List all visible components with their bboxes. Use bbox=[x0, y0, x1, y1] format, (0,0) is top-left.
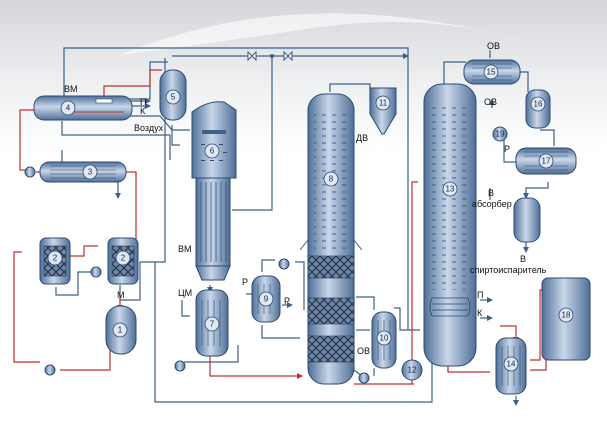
label-p-13: П bbox=[477, 290, 483, 300]
background-swoosh bbox=[120, 13, 520, 55]
num-9: 9 bbox=[264, 295, 269, 304]
column-13 bbox=[423, 83, 477, 367]
label-dv: ДВ bbox=[356, 133, 368, 143]
label-k-13: К bbox=[477, 308, 483, 318]
num-4: 4 bbox=[66, 104, 71, 113]
pump-19 bbox=[492, 126, 508, 142]
label-r-17: Р bbox=[504, 144, 510, 154]
num-13: 13 bbox=[446, 185, 455, 194]
label-vm-top: ВМ bbox=[64, 84, 78, 94]
valve-left[interactable] bbox=[247, 50, 257, 62]
label-k-top: К bbox=[140, 106, 146, 116]
label-vm-mid: ВМ bbox=[178, 244, 192, 254]
stream-labels: ВМ П К Воздух ВМ ЦМ М Р Р ОВ ДВ ОВ ОВ Р … bbox=[64, 41, 547, 356]
column-8 bbox=[299, 93, 363, 385]
pumps bbox=[24, 166, 370, 384]
label-p-top: П bbox=[140, 97, 146, 107]
label-air: Воздух bbox=[134, 123, 164, 133]
num-12: 12 bbox=[408, 366, 417, 375]
label-ov-top: ОВ bbox=[487, 41, 500, 51]
num-2-right: 2 bbox=[121, 254, 126, 263]
num-3: 3 bbox=[88, 168, 93, 177]
num-5: 5 bbox=[171, 93, 176, 102]
num-15: 15 bbox=[487, 68, 496, 77]
num-7: 7 bbox=[210, 320, 215, 329]
num-17: 17 bbox=[542, 157, 551, 166]
label-r-left: Р bbox=[242, 277, 248, 287]
num-14: 14 bbox=[507, 360, 516, 369]
absorber-vessel bbox=[513, 197, 541, 243]
label-r-right: Р bbox=[284, 296, 290, 306]
heater-4 bbox=[33, 95, 133, 121]
num-11: 11 bbox=[379, 99, 388, 108]
num-1: 1 bbox=[118, 326, 123, 335]
num-10: 10 bbox=[380, 334, 389, 343]
pump-12 bbox=[401, 359, 423, 381]
label-cm: ЦМ bbox=[178, 288, 192, 298]
num-8: 8 bbox=[329, 175, 334, 184]
valves bbox=[247, 50, 293, 62]
num-16: 16 bbox=[534, 100, 543, 109]
num-6: 6 bbox=[210, 147, 215, 156]
label-ov-col10: ОВ bbox=[357, 346, 370, 356]
label-m: М bbox=[117, 290, 125, 300]
equipment-numbers: 1 2 2 3 4 5 6 7 8 9 10 11 12 13 14 15 16 bbox=[47, 64, 574, 375]
num-19: 19 bbox=[496, 130, 505, 139]
label-ov-mid: ОВ bbox=[484, 97, 497, 107]
num-18: 18 bbox=[562, 311, 571, 320]
valve-right[interactable] bbox=[283, 50, 293, 62]
evaporator-6 bbox=[191, 101, 237, 281]
num-2-left: 2 bbox=[53, 254, 58, 263]
